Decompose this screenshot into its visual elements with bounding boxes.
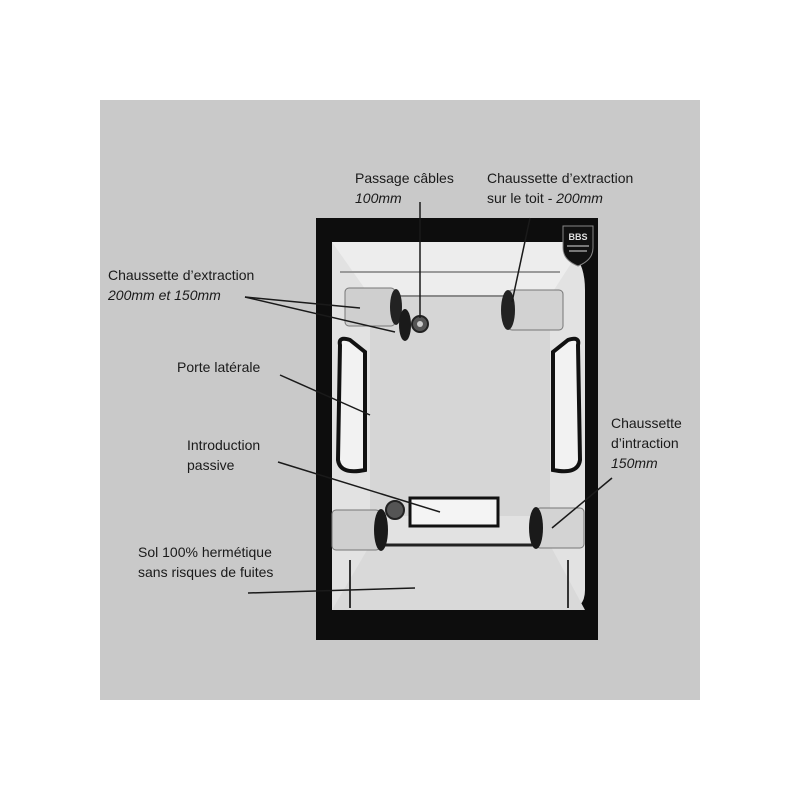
label-passive-intake: Introduction passive bbox=[187, 435, 260, 475]
leader-side-door bbox=[279, 374, 371, 416]
label-side-extraction-title: Chaussette d’extraction bbox=[108, 267, 255, 283]
roof-duct-right bbox=[507, 289, 564, 331]
label-side-door: Porte latérale bbox=[177, 357, 260, 377]
lower-duct-right bbox=[535, 507, 585, 549]
leader-intake-sock bbox=[551, 477, 613, 529]
label-intake-sock-size: 150mm bbox=[611, 455, 658, 471]
brand-logo-text: BBS bbox=[568, 232, 587, 242]
label-side-door-title: Porte latérale bbox=[177, 359, 261, 375]
label-cable-port: Passage câbles 100mm bbox=[355, 168, 454, 208]
label-roof-extraction: Chaussette d’extraction sur le toit - 20… bbox=[487, 168, 633, 208]
passive-intake-port bbox=[385, 500, 405, 520]
label-floor: Sol 100% hermétique sans risques de fuit… bbox=[138, 542, 273, 582]
bbs-shield-logo: BBS bbox=[562, 225, 594, 267]
side-door-right bbox=[551, 336, 583, 474]
label-intake-sock-subtitle: d’intraction bbox=[611, 435, 679, 451]
label-floor-subtitle: sans risques de fuites bbox=[138, 564, 274, 580]
leader-roof-extraction bbox=[511, 217, 531, 303]
leader-side-extraction-b bbox=[244, 296, 396, 333]
leader-lines bbox=[244, 202, 613, 594]
label-passive-intake-title: Introduction bbox=[187, 437, 261, 453]
label-side-extraction-size: 200mm et 150mm bbox=[108, 287, 221, 303]
label-roof-extraction-location: sur le toit - bbox=[487, 190, 557, 206]
label-floor-title: Sol 100% hermétique bbox=[138, 544, 272, 560]
lower-duct-left bbox=[331, 509, 381, 551]
label-side-extraction: Chaussette d’extraction 200mm et 150mm bbox=[108, 265, 254, 305]
side-door-left bbox=[335, 336, 367, 474]
leader-side-extraction-a bbox=[244, 296, 361, 309]
label-passive-intake-subtitle: passive bbox=[187, 457, 235, 473]
label-cable-port-title: Passage câbles bbox=[355, 170, 454, 186]
label-cable-port-size: 100mm bbox=[355, 190, 402, 206]
label-roof-extraction-title: Chaussette d’extraction bbox=[487, 170, 634, 186]
label-roof-extraction-size: 200mm bbox=[556, 190, 603, 206]
passive-intake-vent bbox=[408, 496, 500, 528]
label-intake-sock: Chaussette d’intraction 150mm bbox=[611, 413, 682, 473]
label-intake-sock-title: Chaussette bbox=[611, 415, 682, 431]
floor-area bbox=[332, 545, 585, 610]
leader-passive-intake bbox=[277, 461, 441, 513]
leader-floor bbox=[247, 587, 416, 594]
